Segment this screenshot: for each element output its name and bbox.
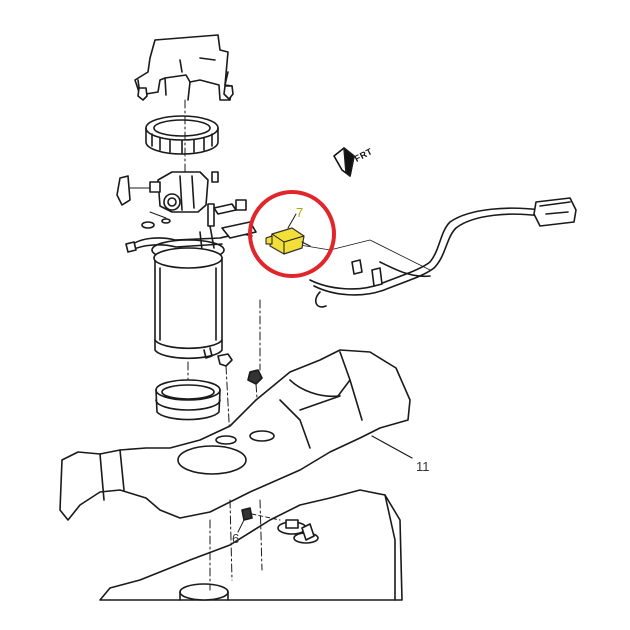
small-fittings [141,199,247,229]
highlighted-part-7 [265,227,311,255]
clip-left [137,87,148,101]
locking-ring [145,115,219,155]
callout-6: 6 [232,531,240,546]
fitting-6 [241,507,281,521]
fuel-tank [99,489,403,601]
harness-connector [533,197,577,227]
fuel-filter-canister [153,247,223,360]
forward-arrow-icon [333,147,355,177]
callout-7: 7 [296,205,304,220]
tank-shield [59,349,411,521]
pump-head-assembly [116,171,219,213]
clip-piece-b [247,369,263,385]
pump-module-cover [134,34,233,101]
highlight-circle [248,190,336,278]
callout-11: 11 [416,459,430,474]
seal-ring [155,379,221,421]
clip-right [223,85,234,100]
wiring-harness [309,207,541,308]
clip-piece-a [217,353,233,367]
